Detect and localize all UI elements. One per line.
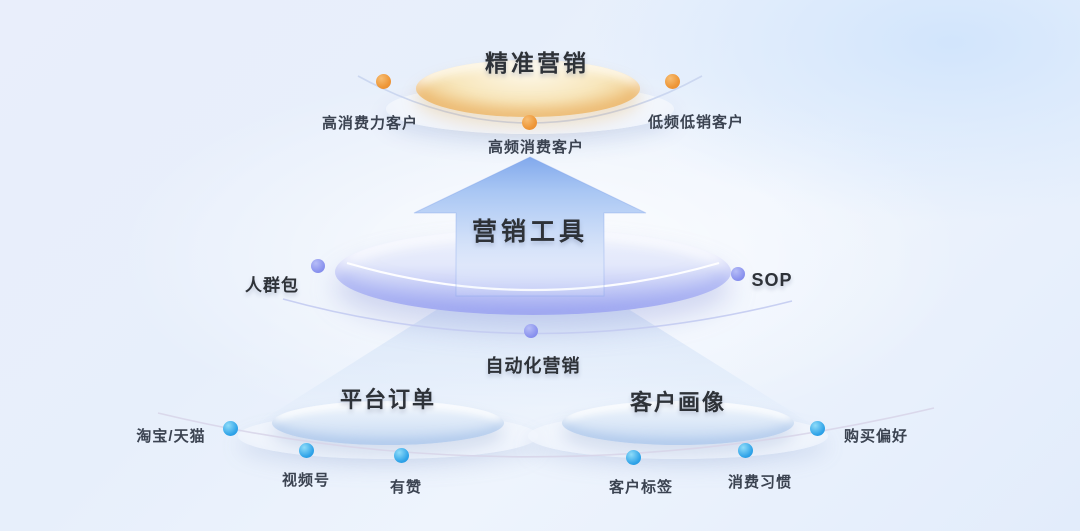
- middle-tier-title: 营销工具: [471, 218, 588, 246]
- label-video-account: 视频号: [281, 472, 330, 489]
- dot-customer-tags: [626, 450, 641, 465]
- dot-low-frequency: [665, 74, 680, 89]
- label-consumption-habits: 消费习惯: [727, 474, 792, 491]
- sop-label: SOP: [751, 270, 793, 290]
- dot-consumption-habits: [738, 443, 753, 458]
- top-tier-title: 精准营销: [485, 50, 589, 76]
- crowd-pack-label: 人群包: [245, 276, 299, 295]
- platform-orders-title: 平台订单: [339, 387, 436, 412]
- label-customer-tags: 客户标签: [608, 479, 673, 496]
- label-taobao-tmall: 淘宝/天猫: [136, 428, 206, 445]
- label-high-spending-customers: 高消费力客户: [321, 115, 418, 132]
- dot-crowd-pack: [311, 259, 325, 273]
- dot-sop: [731, 267, 745, 281]
- label-youzan: 有赞: [389, 479, 422, 496]
- dot-high-frequency: [522, 115, 537, 130]
- label-purchase-preference: 购买偏好: [843, 428, 908, 445]
- automation-marketing-label: 自动化营销: [485, 356, 581, 376]
- label-low-frequency-customers: 低频低销客户: [647, 114, 744, 131]
- label-high-frequency-customers: 高频消费客户: [487, 139, 584, 156]
- dot-high-spending: [376, 74, 391, 89]
- dot-youzan: [394, 448, 409, 463]
- dot-automation: [524, 324, 538, 338]
- dot-video-account: [299, 443, 314, 458]
- customer-profile-title: 客户画像: [629, 390, 726, 415]
